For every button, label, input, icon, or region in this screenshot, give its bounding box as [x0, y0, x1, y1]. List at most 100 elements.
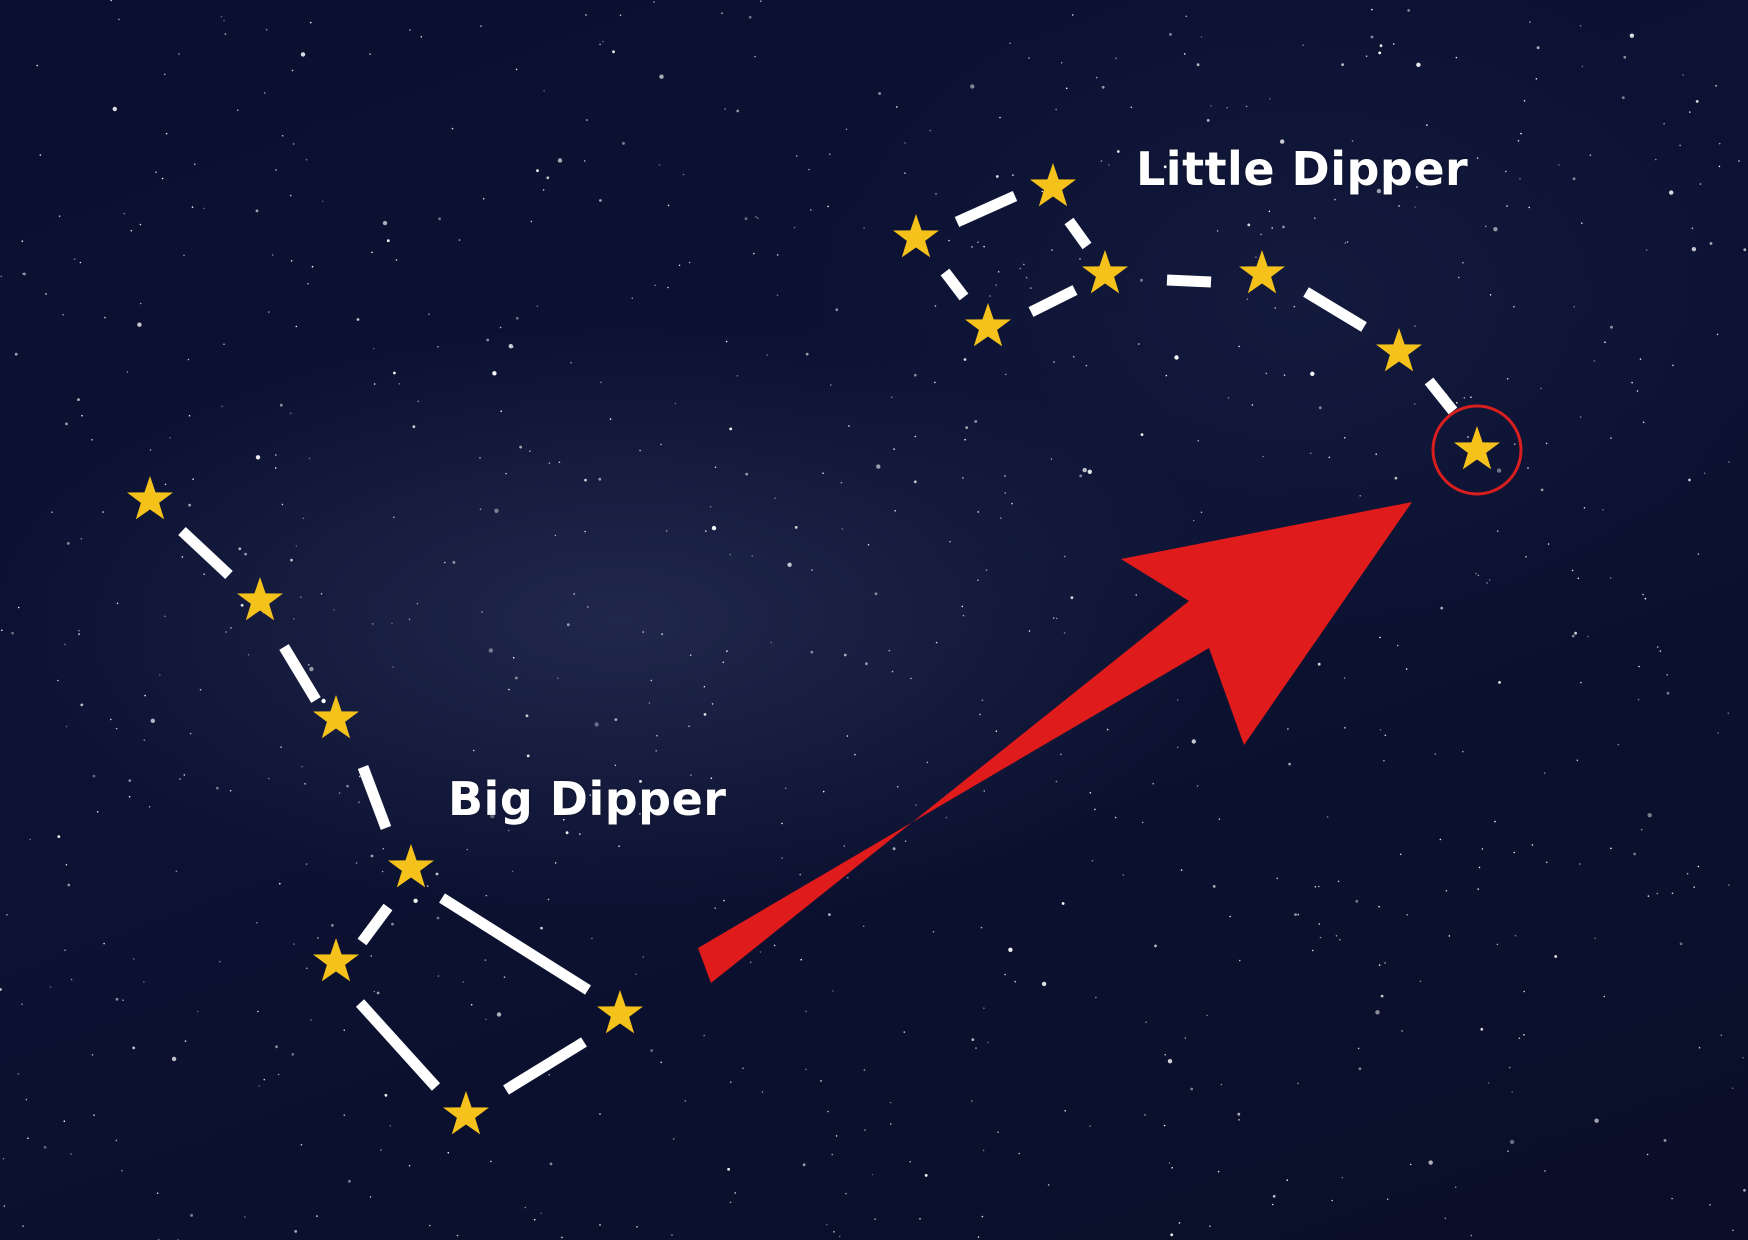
- background-star: [496, 1012, 502, 1017]
- background-star: [612, 50, 615, 54]
- background-star: [723, 899, 725, 902]
- background-star: [229, 789, 232, 792]
- background-star: [1416, 62, 1421, 67]
- background-star: [1314, 217, 1316, 219]
- background-star: [711, 703, 714, 705]
- background-star: [316, 1215, 318, 1217]
- background-star: [1135, 594, 1137, 596]
- background-star: [865, 662, 868, 666]
- background-star: [661, 633, 663, 635]
- background-star: [1470, 396, 1472, 399]
- background-star: [776, 254, 779, 256]
- star-icon: [313, 938, 359, 982]
- background-star: [110, 0, 112, 2]
- background-star: [714, 907, 716, 909]
- background-star: [1280, 139, 1285, 144]
- background-star: [1698, 1046, 1701, 1049]
- background-star: [845, 1192, 847, 1195]
- background-star: [557, 158, 563, 163]
- background-star: [1334, 198, 1336, 201]
- background-star: [1394, 476, 1398, 480]
- background-star: [1187, 151, 1189, 154]
- background-star: [525, 714, 529, 718]
- background-star: [926, 761, 929, 764]
- background-star: [667, 204, 670, 207]
- background-star: [1398, 205, 1400, 207]
- background-star: [435, 872, 439, 876]
- background-star: [729, 427, 733, 431]
- background-star: [1326, 816, 1329, 818]
- background-star: [714, 466, 717, 469]
- background-star: [793, 226, 796, 229]
- background-star: [1011, 502, 1013, 505]
- background-star: [1262, 455, 1264, 458]
- background-star: [1028, 57, 1030, 59]
- background-star: [1583, 507, 1586, 509]
- background-star: [181, 556, 184, 558]
- background-star: [971, 1100, 973, 1102]
- background-star: [655, 750, 657, 752]
- background-star: [1238, 345, 1240, 348]
- background-star: [1226, 106, 1228, 109]
- background-star: [622, 142, 625, 145]
- background-star: [306, 967, 308, 970]
- background-star: [1587, 635, 1589, 638]
- background-star: [66, 542, 70, 545]
- background-star: [1371, 8, 1373, 11]
- background-star: [1481, 848, 1484, 850]
- background-star: [932, 930, 935, 933]
- background-star: [519, 445, 522, 449]
- background-star: [892, 847, 896, 851]
- background-star: [1691, 227, 1694, 230]
- background-star: [864, 1129, 866, 1131]
- background-star: [1571, 569, 1574, 572]
- background-star: [1115, 57, 1117, 59]
- background-star: [846, 735, 849, 737]
- background-star: [179, 778, 181, 780]
- background-star: [1392, 43, 1395, 45]
- background-star: [1095, 996, 1097, 999]
- background-star: [794, 526, 798, 529]
- background-star: [1718, 142, 1721, 145]
- background-star: [1498, 681, 1501, 684]
- background-star: [914, 435, 917, 438]
- background-star: [784, 787, 787, 789]
- background-star: [548, 462, 551, 465]
- star-icon: [237, 577, 283, 621]
- background-star: [987, 1041, 989, 1044]
- background-star: [660, 1061, 662, 1064]
- background-star: [684, 1100, 687, 1102]
- background-star: [753, 252, 755, 255]
- background-star: [1375, 453, 1377, 456]
- background-star: [29, 838, 32, 841]
- background-star: [1310, 452, 1312, 455]
- background-star: [300, 596, 302, 598]
- background-star: [805, 352, 809, 356]
- star-icon: [127, 476, 173, 520]
- background-star: [429, 1224, 431, 1227]
- background-star: [1470, 1234, 1473, 1237]
- background-star: [295, 325, 298, 328]
- background-star: [838, 1235, 841, 1238]
- background-star: [862, 925, 865, 927]
- background-star: [386, 239, 390, 243]
- background-star: [132, 1046, 136, 1050]
- background-star: [1185, 15, 1188, 18]
- background-star: [1610, 437, 1612, 439]
- background-star: [293, 943, 295, 945]
- background-star: [11, 631, 15, 635]
- background-star: [382, 847, 385, 850]
- background-star: [1728, 884, 1730, 886]
- background-star: [1572, 177, 1576, 181]
- star-icon: [1454, 426, 1500, 470]
- background-star: [977, 1236, 980, 1238]
- background-star: [642, 956, 645, 958]
- background-star: [437, 345, 439, 348]
- background-star: [1344, 727, 1346, 729]
- background-star: [465, 796, 467, 799]
- background-star: [529, 450, 531, 453]
- background-star: [369, 53, 371, 55]
- background-star: [1357, 1047, 1360, 1050]
- background-star: [355, 862, 358, 864]
- background-star: [70, 978, 73, 981]
